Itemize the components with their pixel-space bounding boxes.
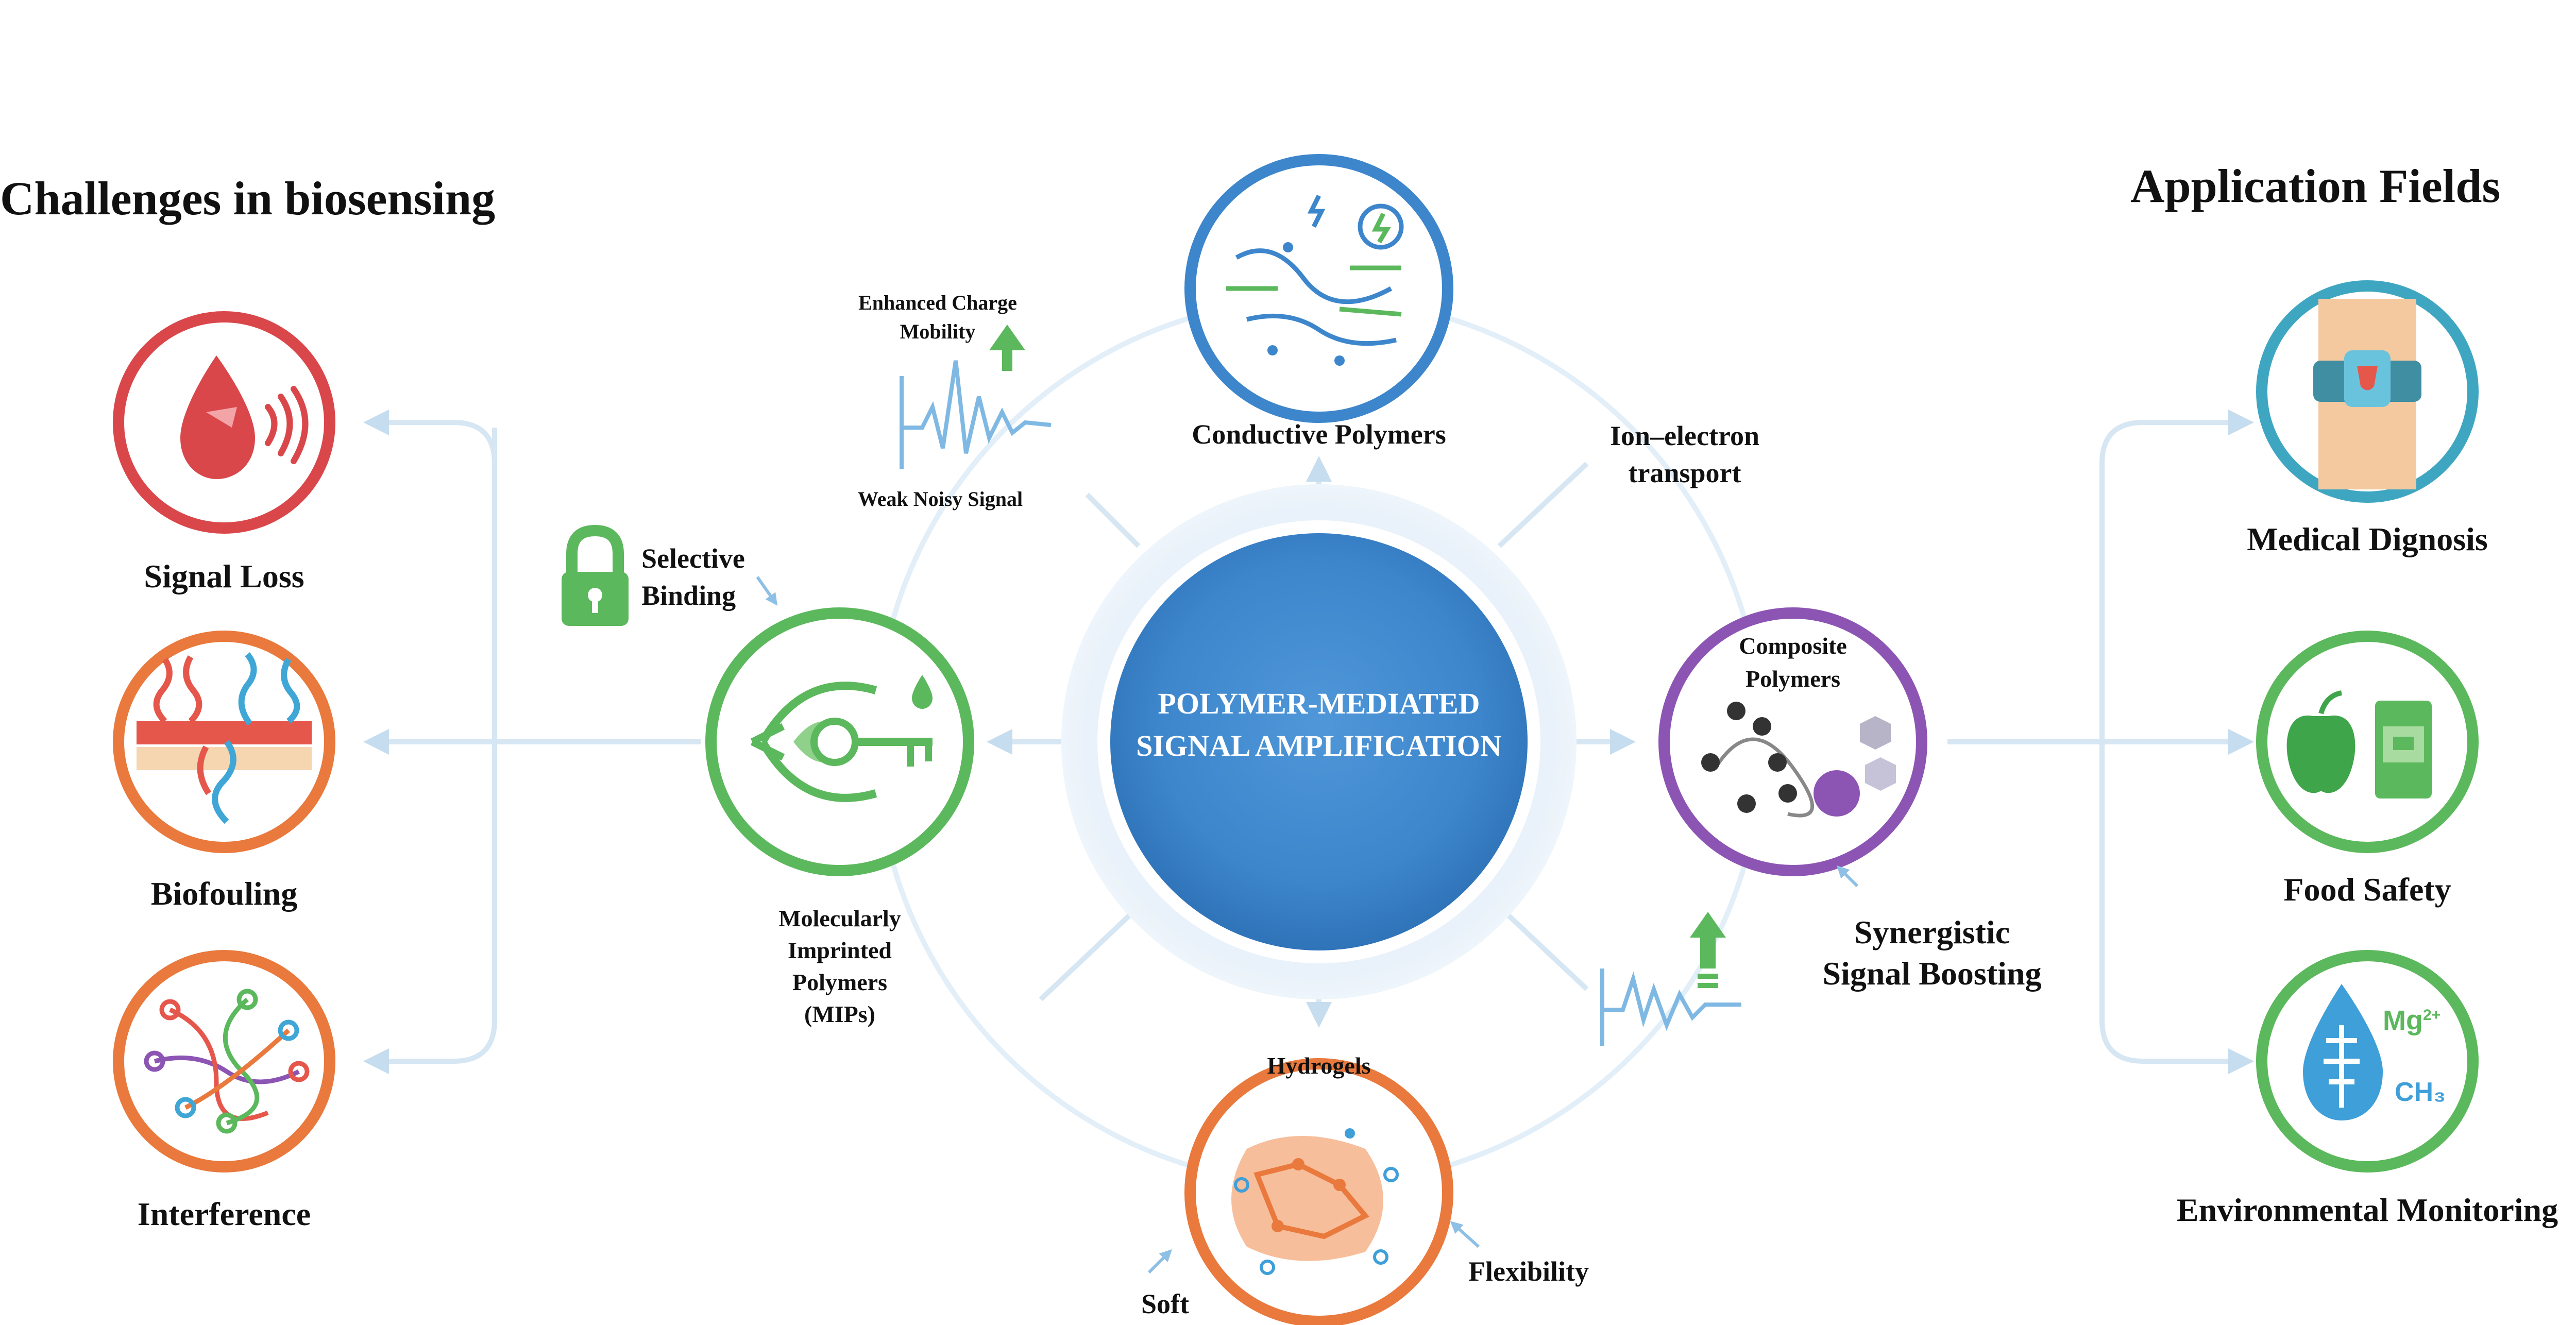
center-label-line2: SIGNAL AMPLIFICATION [1136, 729, 1502, 762]
hydrogel-network-icon [1231, 1128, 1399, 1275]
key-eye-icon [750, 675, 933, 802]
mips-circle [705, 607, 974, 876]
biofouling-label: Biofouling [150, 875, 298, 912]
environmental-circle [2256, 950, 2479, 1173]
medical-label: Medical Dignosis [2247, 521, 2488, 557]
enhanced-line2: Mobility [900, 320, 976, 343]
challenge-connectors [363, 410, 701, 1074]
boosted-signal-waveform [1600, 969, 1741, 1046]
ion-line1: Ion–electron [1610, 420, 1759, 451]
application-connectors [1947, 410, 2254, 1074]
weak-signal-waveform [900, 360, 1052, 469]
food-safety-circle [2256, 631, 2479, 853]
mips-line3: Polymers [792, 969, 887, 995]
mg-charge: 2+ [2422, 1007, 2441, 1024]
mips-line2: Imprinted [788, 937, 892, 963]
hydrogels-label: Hydrogels [1267, 1052, 1371, 1079]
food-safety-label: Food Safety [2283, 871, 2451, 908]
center-label-line1: POLYMER-MEDIATED [1158, 687, 1480, 720]
water-drop-icon [2303, 984, 2383, 1120]
weak-noisy-signal-label: Weak Noisy Signal [858, 487, 1023, 511]
selective-line1: Selective [641, 543, 745, 574]
synergistic-line1: Synergistic [1854, 914, 2010, 950]
conductive-polymers-label: Conductive Polymers [1192, 419, 1446, 450]
enhanced-line1: Enhanced Charge [858, 291, 1017, 314]
polymer-network-icon [1226, 194, 1404, 366]
soft-label: Soft [1141, 1288, 1189, 1319]
applications-title: Application Fields [2130, 160, 2501, 212]
nanoparticle-network-icon [1701, 702, 1896, 818]
hydrogel-circle [1184, 1058, 1453, 1325]
boost-arrow-icon [1690, 912, 1726, 988]
mg-ion-label: Mg2+ [2383, 1005, 2441, 1037]
synergistic-line2: Signal Boosting [1822, 955, 2042, 992]
molecular-tangle-icon [144, 989, 310, 1134]
center-label: POLYMER-MEDIATED SIGNAL AMPLIFICATION [1103, 683, 1535, 767]
signal-loss-label: Signal Loss [144, 558, 304, 594]
enhanced-mobility-label: Enhanced Charge Mobility [814, 288, 1061, 346]
composite-line2: Polymers [1745, 666, 1840, 692]
environmental-label: Environmental Monitoring [2176, 1192, 2558, 1228]
ch3-label: CH₃ [2395, 1077, 2446, 1107]
ion-line2: transport [1628, 457, 1741, 488]
conductive-polymer-circle [1184, 154, 1453, 423]
synergistic-boosting-label: Synergistic Signal Boosting [1793, 912, 2071, 994]
blood-drop-signal-icon [180, 355, 309, 479]
mips-line4: (MIPs) [804, 1001, 875, 1027]
mips-line1: Molecularly [778, 905, 901, 931]
composite-line1: Composite [1739, 633, 1847, 659]
lock-icon [562, 524, 629, 626]
central-amplification-core [1110, 533, 1528, 950]
composite-polymers-label: Composite Polymers [1690, 630, 1896, 695]
flexibility-label: Flexibility [1468, 1256, 1589, 1287]
interference-circle [113, 950, 335, 1173]
interference-label: Interference [137, 1196, 311, 1232]
challenges-title: Challenges in biosensing [0, 172, 496, 225]
ion-electron-label: Ion–electron transport [1561, 417, 1808, 491]
pointer-arrows [756, 576, 1859, 1274]
selective-line2: Binding [641, 580, 736, 611]
wearable-band-icon [2313, 299, 2421, 489]
biofouling-membrane-icon [137, 652, 312, 824]
apple-package-icon [2286, 690, 2432, 799]
medical-circle [2256, 280, 2479, 503]
selective-binding-label: Selective Binding [641, 540, 745, 614]
signal-loss-circle [113, 311, 335, 534]
biofouling-circle [113, 631, 335, 853]
composite-polymer-circle [1658, 607, 1927, 876]
mg-symbol: Mg [2383, 1005, 2423, 1036]
enhanced-mobility-arrow [989, 325, 1025, 371]
mips-label: Molecularly Imprinted Polymers (MIPs) [711, 903, 969, 1030]
center-spokes [987, 456, 1636, 1028]
